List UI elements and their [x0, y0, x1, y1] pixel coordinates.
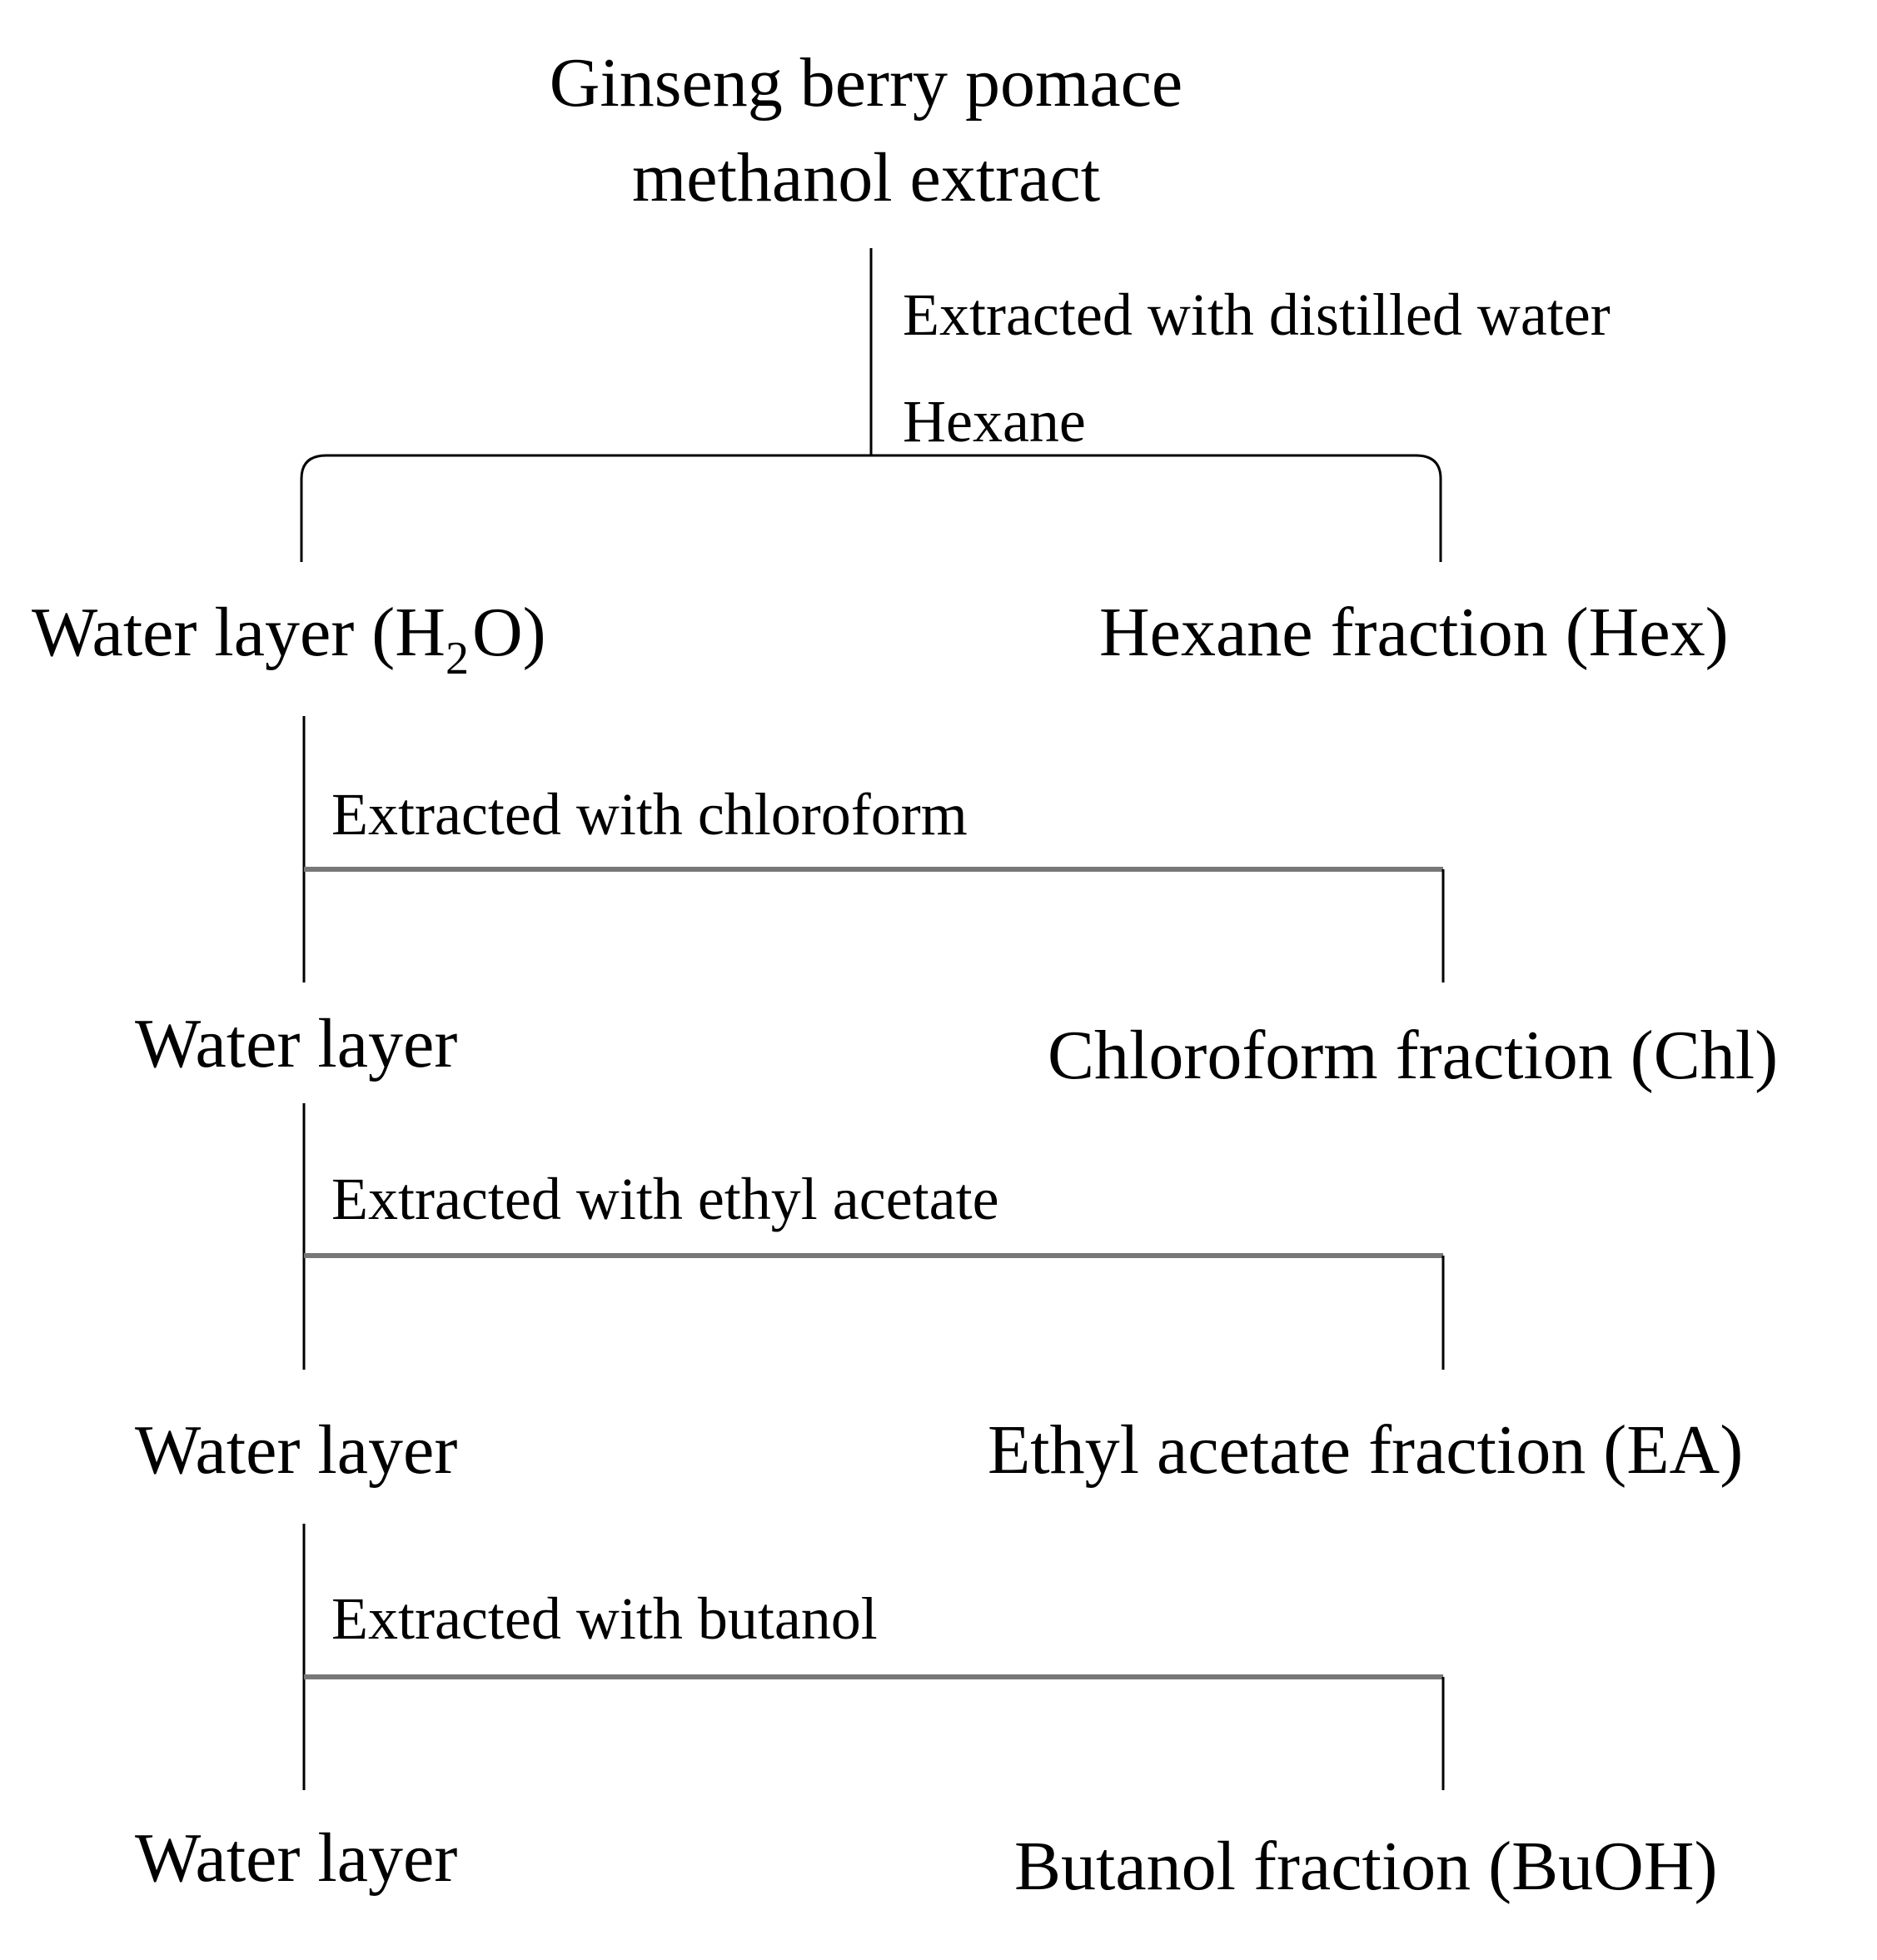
- water-layer-h2o-suffix: O): [471, 594, 546, 671]
- step3-label: Extracted with ethyl acetate: [331, 1166, 999, 1232]
- chloroform-fraction: Chloroform fraction (Chl): [1048, 1017, 1779, 1094]
- water-layer-h2o-prefix: Water layer (H: [32, 594, 446, 671]
- root-title-line2: methanol extract: [631, 139, 1101, 216]
- ethyl-acetate-fraction: Ethyl acetate fraction (EA): [988, 1411, 1744, 1489]
- water-layer-4: Water layer: [135, 1819, 458, 1897]
- water-layer-3: Water layer: [135, 1411, 458, 1489]
- water-layer-h2o: Water layer (H2O): [32, 598, 546, 683]
- step1-label-line2: Hexane: [903, 388, 1086, 455]
- water-layer-2: Water layer: [135, 1005, 458, 1082]
- step4-label: Extracted with butanol: [331, 1585, 878, 1652]
- step1-label-line1: Extracted with distilled water: [903, 281, 1611, 348]
- water-layer-h2o-subscript: 2: [445, 633, 469, 684]
- butanol-fraction: Butanol fraction (BuOH): [1014, 1828, 1718, 1905]
- step2-label: Extracted with chloroform: [331, 781, 968, 848]
- split-bracket-1: [300, 454, 1442, 562]
- hexane-fraction: Hexane fraction (Hex): [1099, 594, 1729, 671]
- root-title-line1: Ginseng berry pomace: [549, 44, 1183, 122]
